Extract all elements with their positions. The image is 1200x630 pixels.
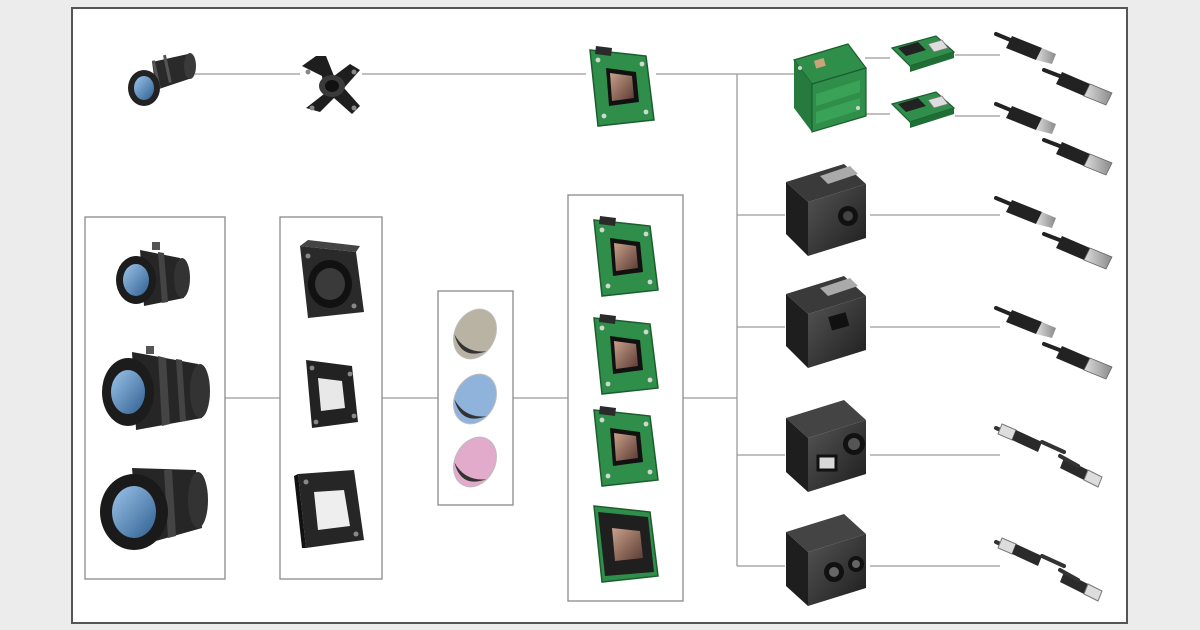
compact-lens-icon (128, 53, 196, 106)
lens-mount-1 (300, 240, 364, 318)
mount-adapter-icon (302, 56, 360, 114)
connector-lines (195, 54, 1000, 567)
filter-group-box (437, 290, 514, 506)
cube-camera-1 (786, 400, 866, 492)
lens-mount-2 (306, 360, 358, 428)
mount-group-box (279, 216, 383, 580)
sensor-board-2 (593, 313, 659, 395)
lens-group-box (84, 216, 226, 580)
sensor-board-top (589, 45, 655, 127)
sensor-board-1 (593, 215, 659, 297)
sensor-board-4 (593, 505, 659, 583)
housed-camera-1 (786, 164, 866, 256)
lens-mount-3 (294, 470, 364, 548)
board-group-box (567, 194, 684, 602)
c-mount-lens-2 (102, 346, 210, 430)
c-mount-lens-1 (116, 242, 190, 306)
sensor-board-3 (593, 405, 659, 487)
c-mount-lens-3 (100, 468, 208, 550)
housed-camera-2 (786, 276, 866, 368)
cube-camera-2 (786, 514, 866, 606)
board-stack-icon (793, 43, 867, 133)
